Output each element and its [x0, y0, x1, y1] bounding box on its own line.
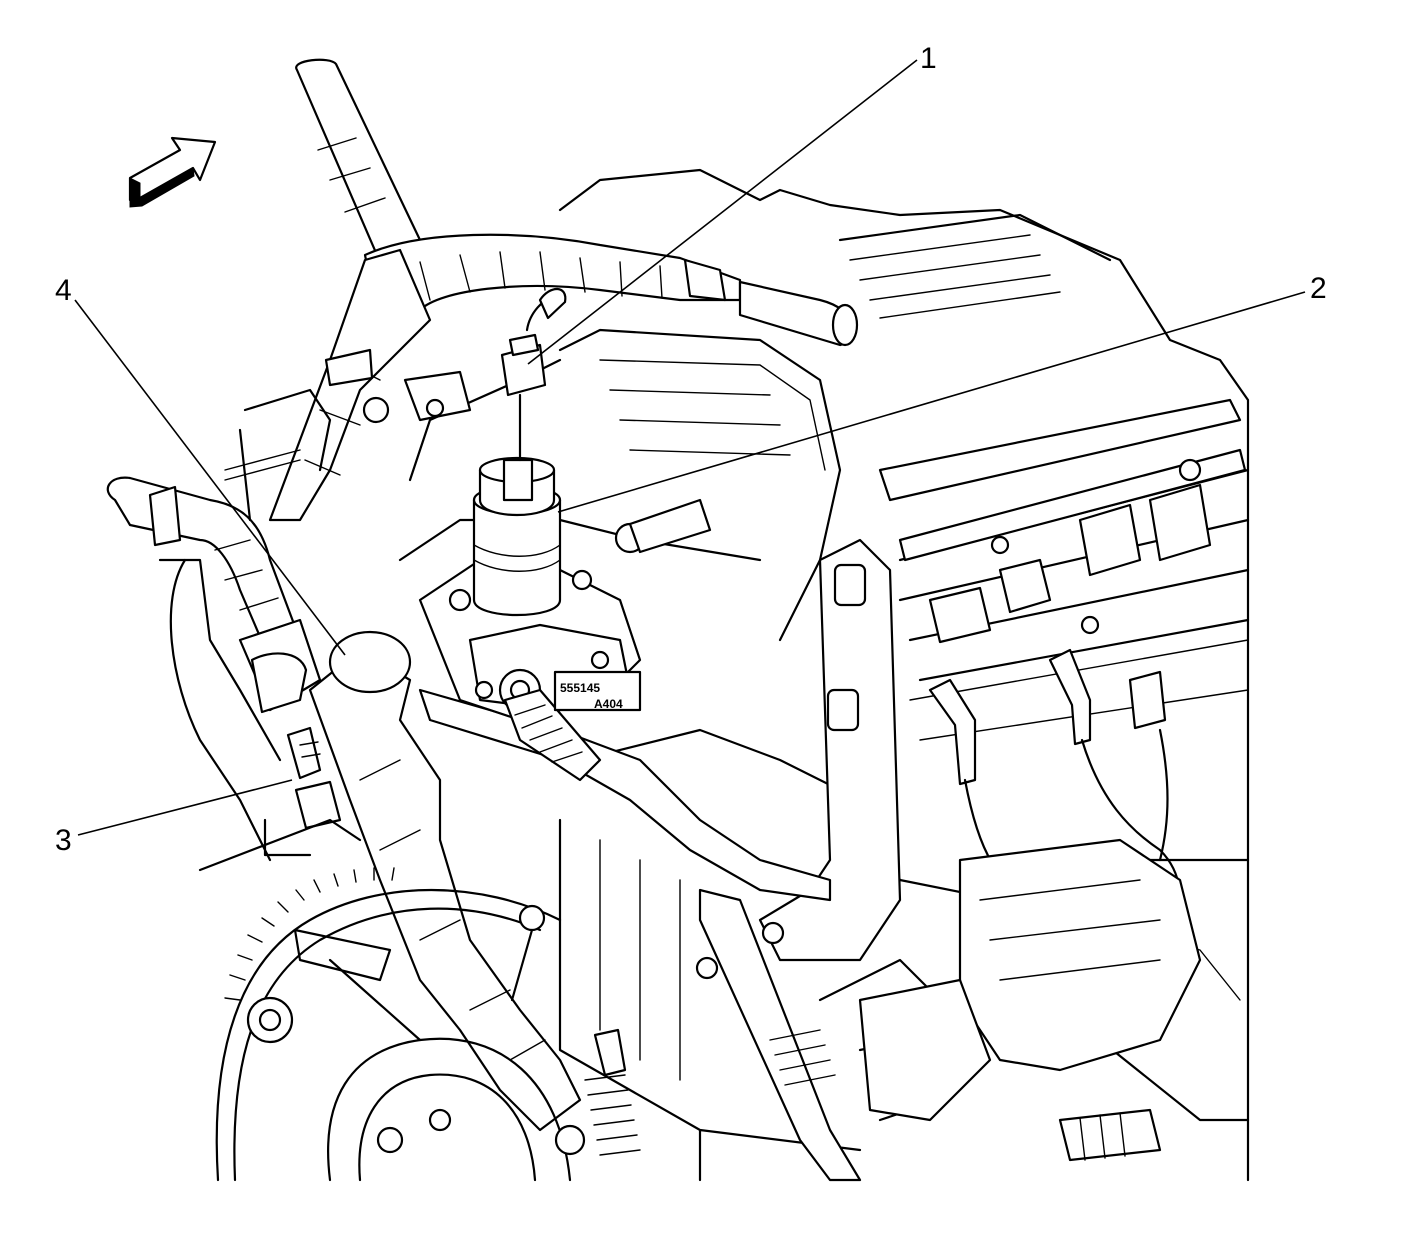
callout-1: 1	[920, 42, 937, 75]
callout-labels: 1 2 3 4	[55, 42, 1327, 857]
ground-bolt	[510, 904, 641, 1156]
part-revision-stamp: A404	[594, 697, 623, 711]
exhaust-manifold	[858, 838, 1202, 1122]
engine-left-side	[158, 388, 362, 872]
part-number-stamp: 555145	[560, 681, 600, 695]
callout-2-leader	[557, 291, 1306, 513]
callout-4: 4	[55, 274, 72, 307]
coolant-hose-upper	[268, 58, 859, 522]
callout-3-leader	[77, 779, 293, 836]
sensor-connector	[500, 287, 567, 462]
callout-2: 2	[1310, 272, 1327, 305]
flywheel	[215, 867, 586, 1182]
hose-clamp-bracket	[324, 348, 472, 424]
coolant-hose-left	[106, 476, 322, 714]
ignition-coil-group	[928, 483, 1212, 730]
sensor-cylinder	[472, 456, 712, 617]
engine-lift-bracket	[695, 538, 902, 980]
fuel-rail	[878, 398, 1247, 635]
harness-connector	[286, 726, 342, 830]
callout-4-leader	[74, 299, 346, 656]
callout-3: 3	[55, 824, 72, 857]
callout-leaders	[74, 59, 1306, 836]
callout-1-leader	[527, 59, 918, 365]
front-direction-arrow-icon	[128, 136, 217, 208]
